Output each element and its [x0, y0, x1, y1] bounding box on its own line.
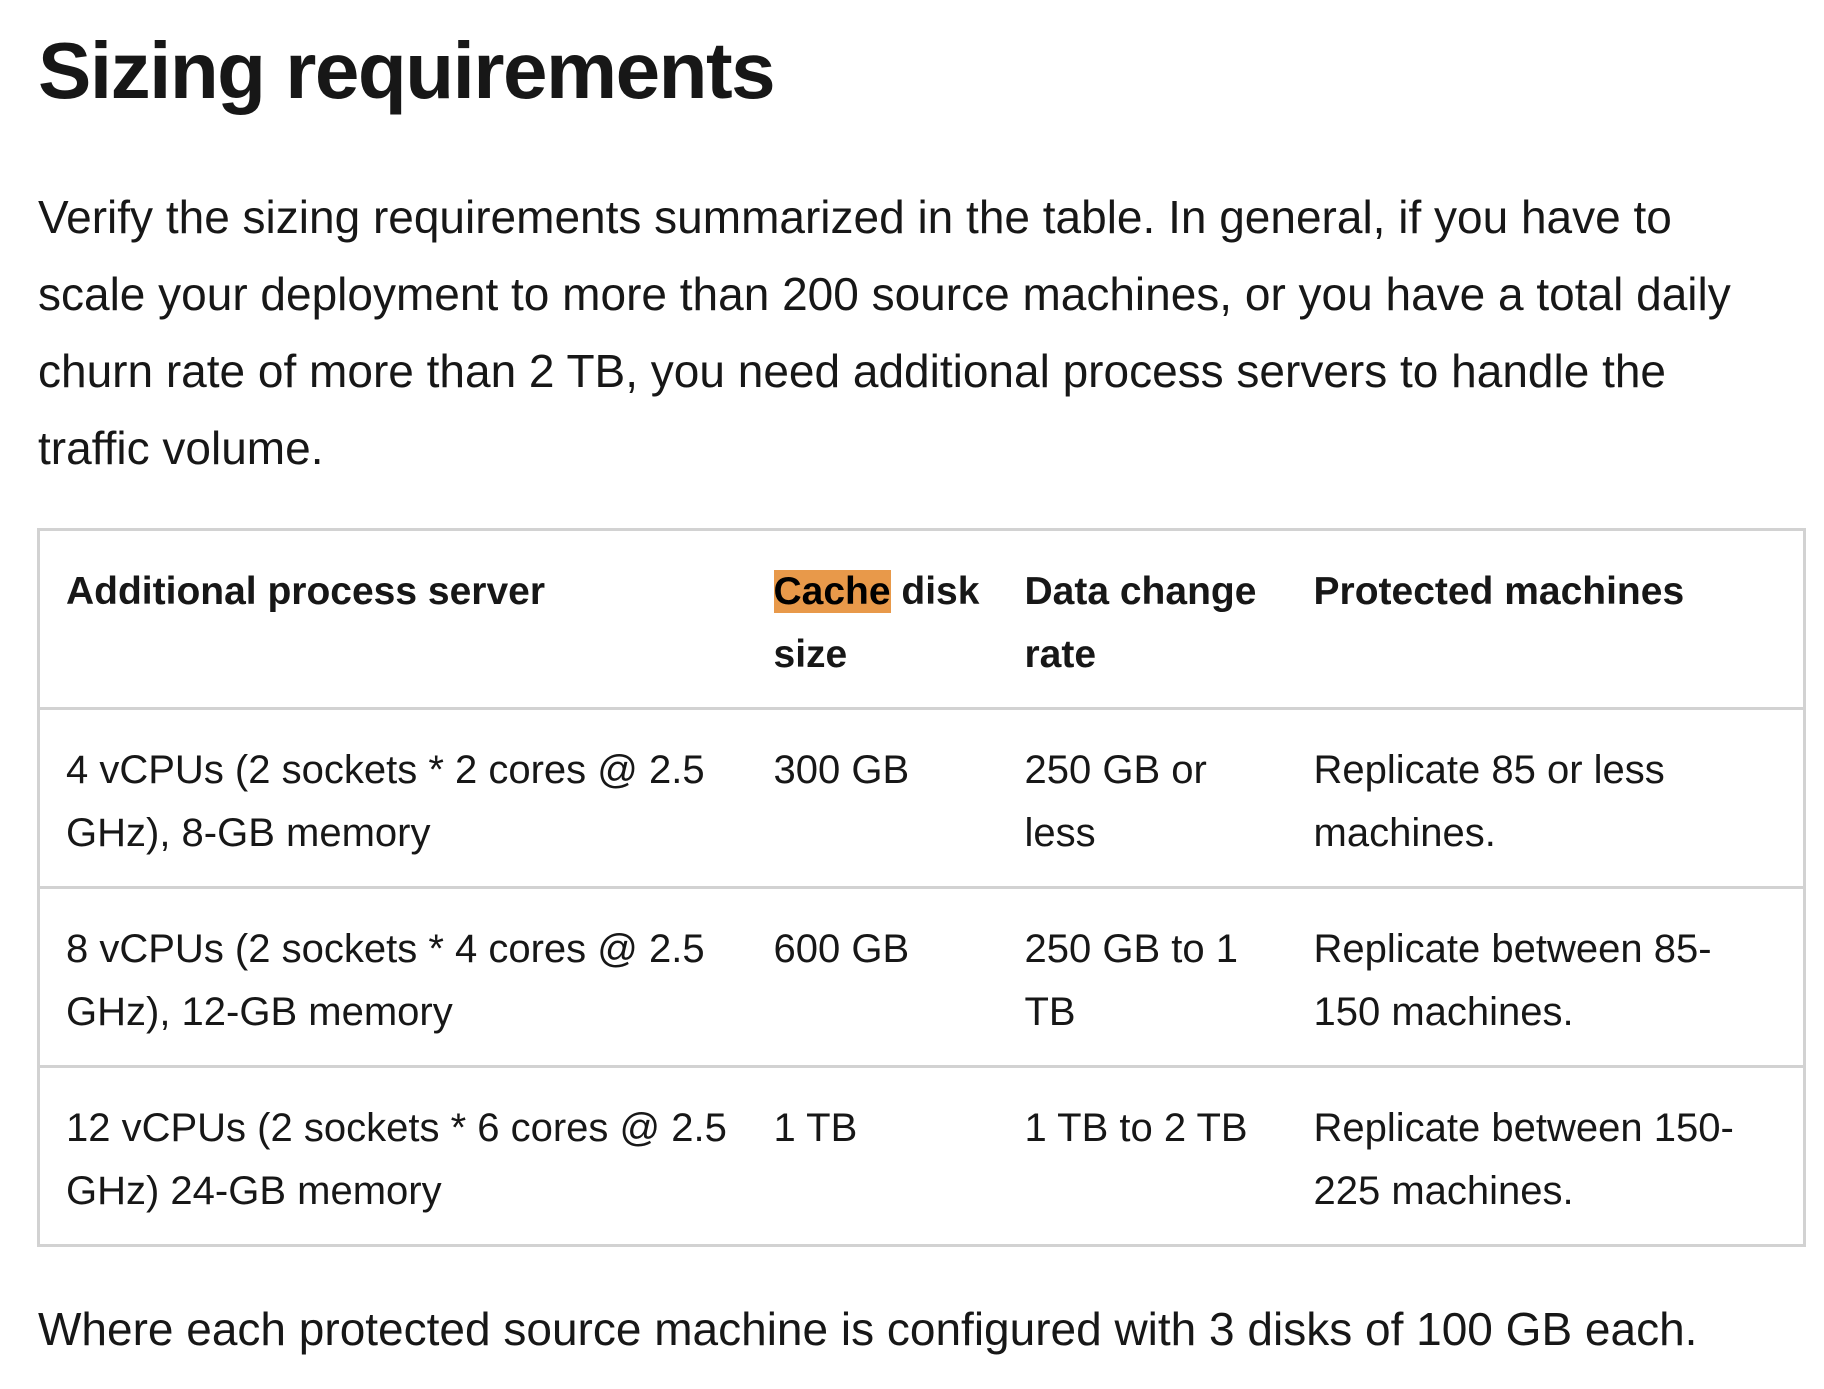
cell-text: Replicate between 150- — [1313, 1106, 1734, 1150]
header-data-change-rate: Data change rate — [998, 529, 1288, 710]
header-text-rest: disk — [890, 570, 980, 613]
header-text: size — [773, 633, 848, 676]
cell-text: 600 GB — [773, 927, 910, 971]
cell-text: 8 vCPUs (2 sockets * 4 cores @ 2.5 — [66, 927, 705, 971]
cell-text: 225 machines. — [1313, 1169, 1574, 1213]
cell-text: 4 vCPUs (2 sockets * 2 cores @ 2.5 — [66, 748, 705, 792]
header-text: Additional process server — [66, 570, 546, 613]
cell-text: Replicate between 85- — [1313, 927, 1712, 971]
cell-server: 8 vCPUs (2 sockets * 4 cores @ 2.5 GHz),… — [38, 887, 748, 1068]
cell-text: 1 TB to 2 TB — [1024, 1106, 1248, 1150]
footnote-paragraph: Where each protected source machine is c… — [38, 1291, 1697, 1368]
cell-text: machines. — [1313, 811, 1496, 855]
cell-text: GHz) 24-GB memory — [66, 1169, 442, 1213]
cell-data-change: 250 GB to 1 TB — [998, 887, 1288, 1068]
footnote-text: Where each protected source machine is c… — [38, 1303, 1698, 1355]
intro-line: Verify the sizing requirements summarize… — [38, 191, 1672, 243]
cell-text: Replicate 85 or less — [1313, 748, 1665, 792]
header-text: Protected machines — [1313, 570, 1685, 613]
page-title: Sizing requirements — [38, 26, 776, 115]
header-protected-machines: Protected machines — [1287, 529, 1805, 710]
cell-server: 4 vCPUs (2 sockets * 2 cores @ 2.5 GHz),… — [38, 708, 748, 889]
cell-text: 1 TB — [773, 1106, 858, 1150]
cell-cache-disk: 600 GB — [747, 887, 999, 1068]
cell-server: 12 vCPUs (2 sockets * 6 cores @ 2.5 GHz)… — [39, 1067, 748, 1246]
cell-text: GHz), 8-GB memory — [66, 811, 431, 855]
intro-line: traffic volume. — [38, 422, 324, 474]
cell-data-change: 1 TB to 2 TB — [999, 1067, 1288, 1246]
cell-cache-disk: 1 TB — [748, 1067, 999, 1246]
cell-text: TB — [1024, 990, 1076, 1034]
intro-line: churn rate of more than 2 TB, you need a… — [38, 345, 1667, 397]
cell-protected-machines: Replicate between 85- 150 machines. — [1287, 887, 1805, 1068]
sizing-table: Additional process server Cache disk siz… — [37, 528, 1806, 1247]
intro-paragraph: Verify the sizing requirements summarize… — [38, 179, 1731, 487]
cell-protected-machines: Replicate 85 or less machines. — [1287, 708, 1805, 889]
cell-text: 12 vCPUs (2 sockets * 6 cores @ 2.5 — [66, 1106, 727, 1150]
cell-text: 250 GB to 1 — [1024, 927, 1238, 971]
intro-line: scale your deployment to more than 200 s… — [38, 268, 1731, 320]
cell-cache-disk: 300 GB — [747, 708, 999, 889]
header-text: rate — [1024, 633, 1097, 676]
cell-text: less — [1024, 811, 1096, 855]
cell-protected-machines: Replicate between 150- 225 machines. — [1288, 1067, 1805, 1246]
header-additional-process-server: Additional process server — [38, 529, 748, 710]
table-header-row: Additional process server Cache disk siz… — [38, 529, 1805, 710]
cell-data-change: 250 GB or less — [998, 708, 1288, 889]
table-row: 12 vCPUs (2 sockets * 6 cores @ 2.5 GHz)… — [39, 1067, 1805, 1246]
cell-text: GHz), 12-GB memory — [66, 990, 453, 1034]
header-text: Data change — [1024, 570, 1257, 613]
cell-text: 250 GB or — [1024, 748, 1207, 792]
find-match-highlight: Cache — [773, 570, 891, 613]
table-row: 8 vCPUs (2 sockets * 4 cores @ 2.5 GHz),… — [38, 887, 1805, 1068]
cell-text: 300 GB — [773, 748, 910, 792]
header-text: Cache disk — [773, 560, 980, 623]
cell-text: 150 machines. — [1313, 990, 1574, 1034]
header-cache-disk-size: Cache disk size — [747, 529, 999, 710]
table-row: 4 vCPUs (2 sockets * 2 cores @ 2.5 GHz),… — [38, 708, 1805, 889]
